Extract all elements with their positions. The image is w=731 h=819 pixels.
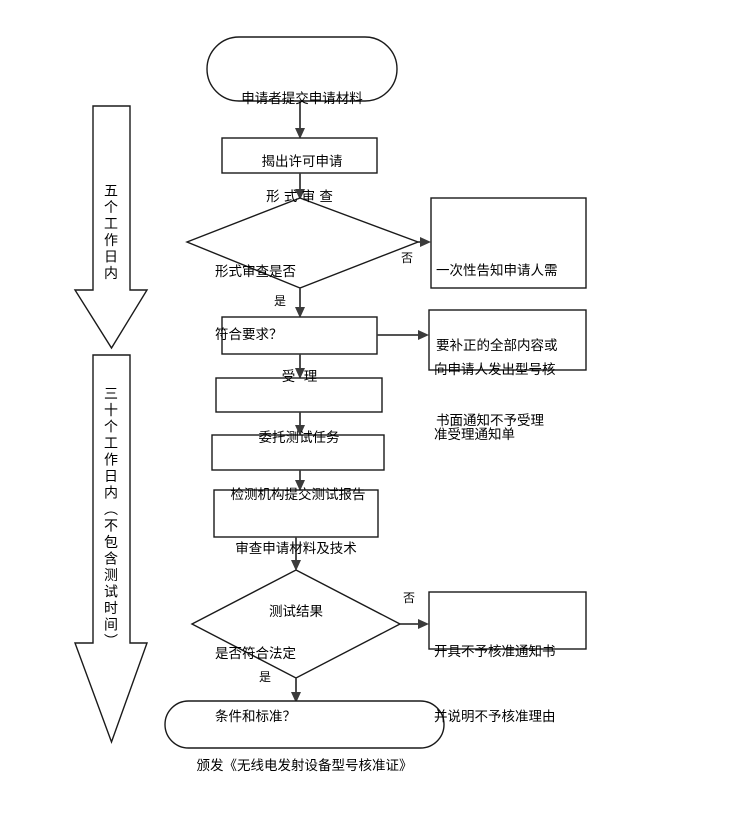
connector-commission-to-report-arrowhead [295,425,305,436]
node-notify-correction-shape [430,197,587,289]
connector-accept-to-commission-arrowhead [295,368,305,379]
connector-review-to-decision-legal-arrowhead [291,560,301,571]
edge-label-decision-legal-no: 否 [403,591,416,605]
timeline-band-thirty-workdays-shape [73,354,148,745]
timeline-band-thirty-workdays-label: 三十个工作日内（不包含测试时间） [102,386,118,650]
node-accept-notice-shape [428,309,587,371]
connector-decision-legal-yes-arrowhead [291,692,301,703]
node-accept-shape [221,316,378,355]
timeline-band-five-workdays-label: 五个工作日内 [102,183,118,282]
connector-report-to-review-arrowhead [295,480,305,491]
edge-label-decision-formal-no: 否 [401,251,414,265]
edge-label-decision-legal-yes: 是 [259,670,272,684]
node-issue-certificate-shape [164,700,445,749]
node-decision-legal-shape [190,569,402,679]
node-review-materials-shape [213,489,379,538]
connector-decision-formal-no-arrowhead [420,237,431,247]
connector-accept-to-notice-arrowhead [418,330,429,340]
connector-formal-review-to-decision-arrowhead [295,189,305,200]
node-test-report-shape [211,434,385,471]
node-start-shape [206,36,398,102]
node-formal-review-shape [221,137,378,174]
flowchart-graphics [73,36,587,749]
edge-label-decision-formal-yes: 是 [274,294,287,308]
connector-start-to-formal-review-arrowhead [295,128,305,139]
timeline-band-five-workdays-shape [73,105,149,350]
flowchart-canvas: 五个工作日内 三十个工作日内（不包含测试时间） 申请者提交申请材料 揭出许可申请… [73,36,587,774]
node-reject-notice-shape [428,591,587,650]
connector-decision-legal-no-arrowhead [418,619,429,629]
node-decision-formal-shape [185,197,420,289]
node-commission-test-shape [215,377,383,413]
connector-decision-formal-yes-arrowhead [295,307,305,318]
